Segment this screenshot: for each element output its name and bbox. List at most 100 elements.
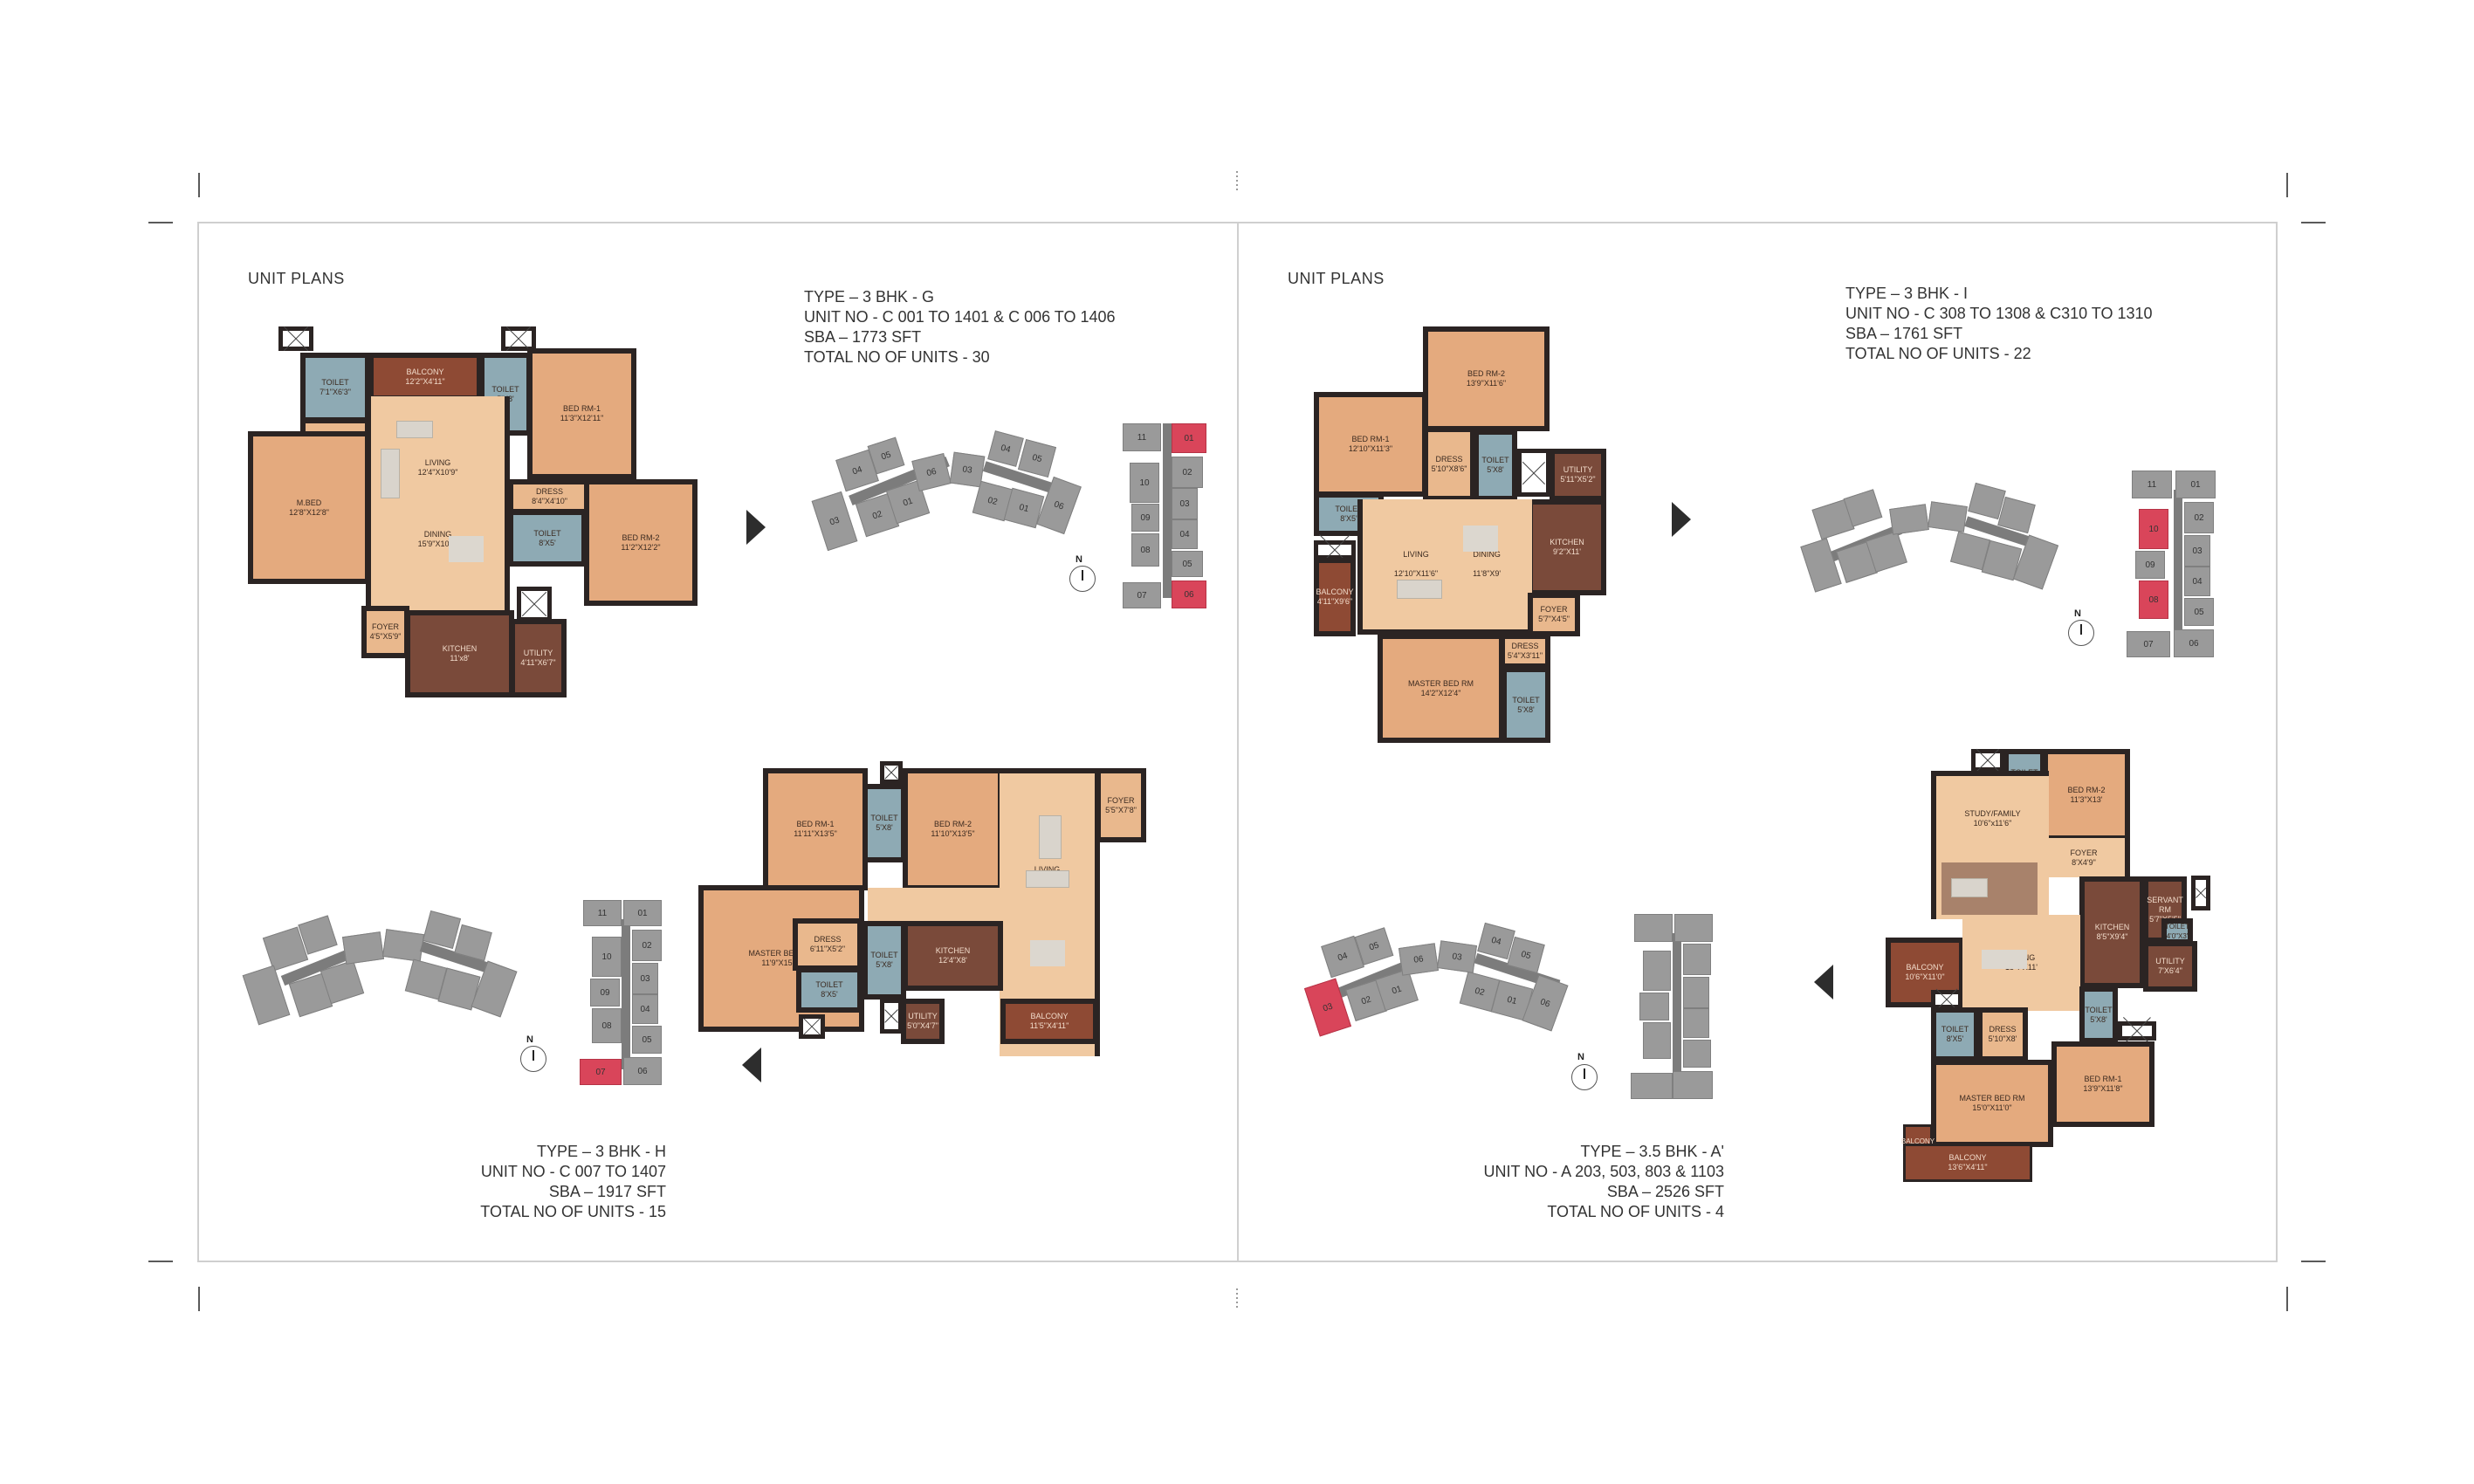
unit-sba: SBA – 2526 SFT bbox=[1606, 1183, 1724, 1200]
north-label: N bbox=[1076, 554, 1082, 565]
unit-block: 01 bbox=[2175, 471, 2216, 498]
unit-numbers: UNIT NO - C 007 TO 1407 bbox=[480, 1163, 666, 1180]
unit-block bbox=[1683, 977, 1709, 1008]
unit-block: 02 bbox=[632, 930, 662, 961]
crop-mark bbox=[2286, 1287, 2288, 1311]
unit-block bbox=[341, 931, 385, 965]
fold-mark bbox=[1236, 171, 1238, 192]
unit-block: 04 bbox=[2184, 567, 2210, 596]
unit-block: 05 bbox=[2184, 598, 2214, 626]
crop-mark bbox=[2301, 222, 2326, 223]
unit-block: 10 bbox=[1130, 463, 1159, 503]
duct-shaft bbox=[880, 999, 903, 1034]
unit-block: 03 bbox=[1436, 940, 1478, 973]
unit-block: 05 bbox=[632, 1026, 662, 1054]
crop-mark bbox=[148, 1261, 173, 1262]
duct-shaft bbox=[2191, 876, 2210, 910]
key-plan-3-5bhk-a: 04 05 03 02 01 06 03 04 05 02 01 06 N bbox=[1303, 903, 1746, 1109]
unit-block: 06 bbox=[2174, 629, 2214, 657]
unit-block: 05 bbox=[1017, 438, 1057, 478]
duct-shaft bbox=[1931, 990, 1962, 1009]
unit-numbers: UNIT NO - C 001 TO 1401 & C 006 TO 1406 bbox=[804, 308, 1116, 326]
unit-block bbox=[381, 929, 425, 962]
crop-mark bbox=[198, 173, 200, 197]
unit-block: 04 bbox=[987, 430, 1024, 467]
unit-block: 04 bbox=[632, 994, 658, 1024]
sofa bbox=[396, 421, 433, 438]
unit-block: 11 bbox=[2132, 471, 2172, 498]
duct-shaft bbox=[2118, 1021, 2156, 1041]
unit-info-3bhk-i: TYPE – 3 BHK - I UNIT NO - C 308 TO 1308… bbox=[1845, 284, 2153, 364]
sofa bbox=[1026, 870, 1069, 888]
north-label: N bbox=[1577, 1052, 1584, 1062]
unit-total: TOTAL NO OF UNITS - 15 bbox=[480, 1203, 666, 1220]
unit-block bbox=[1889, 504, 1929, 535]
unit-block bbox=[1634, 914, 1673, 942]
arrow-left-icon bbox=[1814, 965, 1833, 1000]
unit-info-3bhk-g: TYPE – 3 BHK - G UNIT NO - C 001 TO 1401… bbox=[804, 287, 1116, 368]
unit-block-highlighted: 08 bbox=[2139, 581, 2168, 619]
duct-shaft bbox=[278, 326, 313, 351]
unit-block: 06 bbox=[1522, 974, 1569, 1032]
unit-block bbox=[1800, 538, 1842, 593]
unit-block: 11 bbox=[583, 900, 622, 926]
compass-icon bbox=[520, 1046, 546, 1072]
dining-table bbox=[1030, 940, 1065, 966]
unit-block bbox=[1643, 951, 1671, 991]
duct-shaft bbox=[517, 587, 552, 622]
unit-block bbox=[1928, 501, 1968, 532]
unit-numbers: UNIT NO - C 308 TO 1308 & C310 TO 1310 bbox=[1845, 305, 2153, 322]
unit-block: 07 bbox=[2127, 631, 2170, 657]
unit-type: TYPE – 3 BHK - G bbox=[804, 288, 935, 306]
unit-block: 02 bbox=[2184, 502, 2214, 533]
unit-block: 08 bbox=[592, 1008, 622, 1043]
arrow-right-icon bbox=[1672, 502, 1691, 537]
unit-block: 09 bbox=[1131, 504, 1159, 532]
dining-table bbox=[449, 536, 484, 562]
page-heading: UNIT PLANS bbox=[1288, 270, 1385, 287]
duct-shaft bbox=[799, 1014, 825, 1039]
unit-total: TOTAL NO OF UNITS - 22 bbox=[1845, 345, 2031, 362]
unit-block: 07 bbox=[1123, 582, 1161, 608]
unit-block bbox=[1673, 1071, 1713, 1099]
unit-block bbox=[1683, 1040, 1711, 1068]
unit-block bbox=[1674, 914, 1713, 942]
crop-mark bbox=[2286, 173, 2288, 197]
crop-mark bbox=[198, 1287, 200, 1311]
unit-block bbox=[1643, 1022, 1671, 1059]
unit-sba: SBA – 1761 SFT bbox=[1845, 325, 1963, 342]
unit-block bbox=[1683, 1008, 1709, 1038]
unit-block bbox=[1639, 993, 1669, 1020]
key-plan-3bhk-i: N 11 01 10 02 03 09 04 08 05 07 06 bbox=[1800, 458, 2244, 663]
unit-block-highlighted: 06 bbox=[1172, 581, 1206, 608]
unit-block: 06 bbox=[1398, 943, 1440, 976]
